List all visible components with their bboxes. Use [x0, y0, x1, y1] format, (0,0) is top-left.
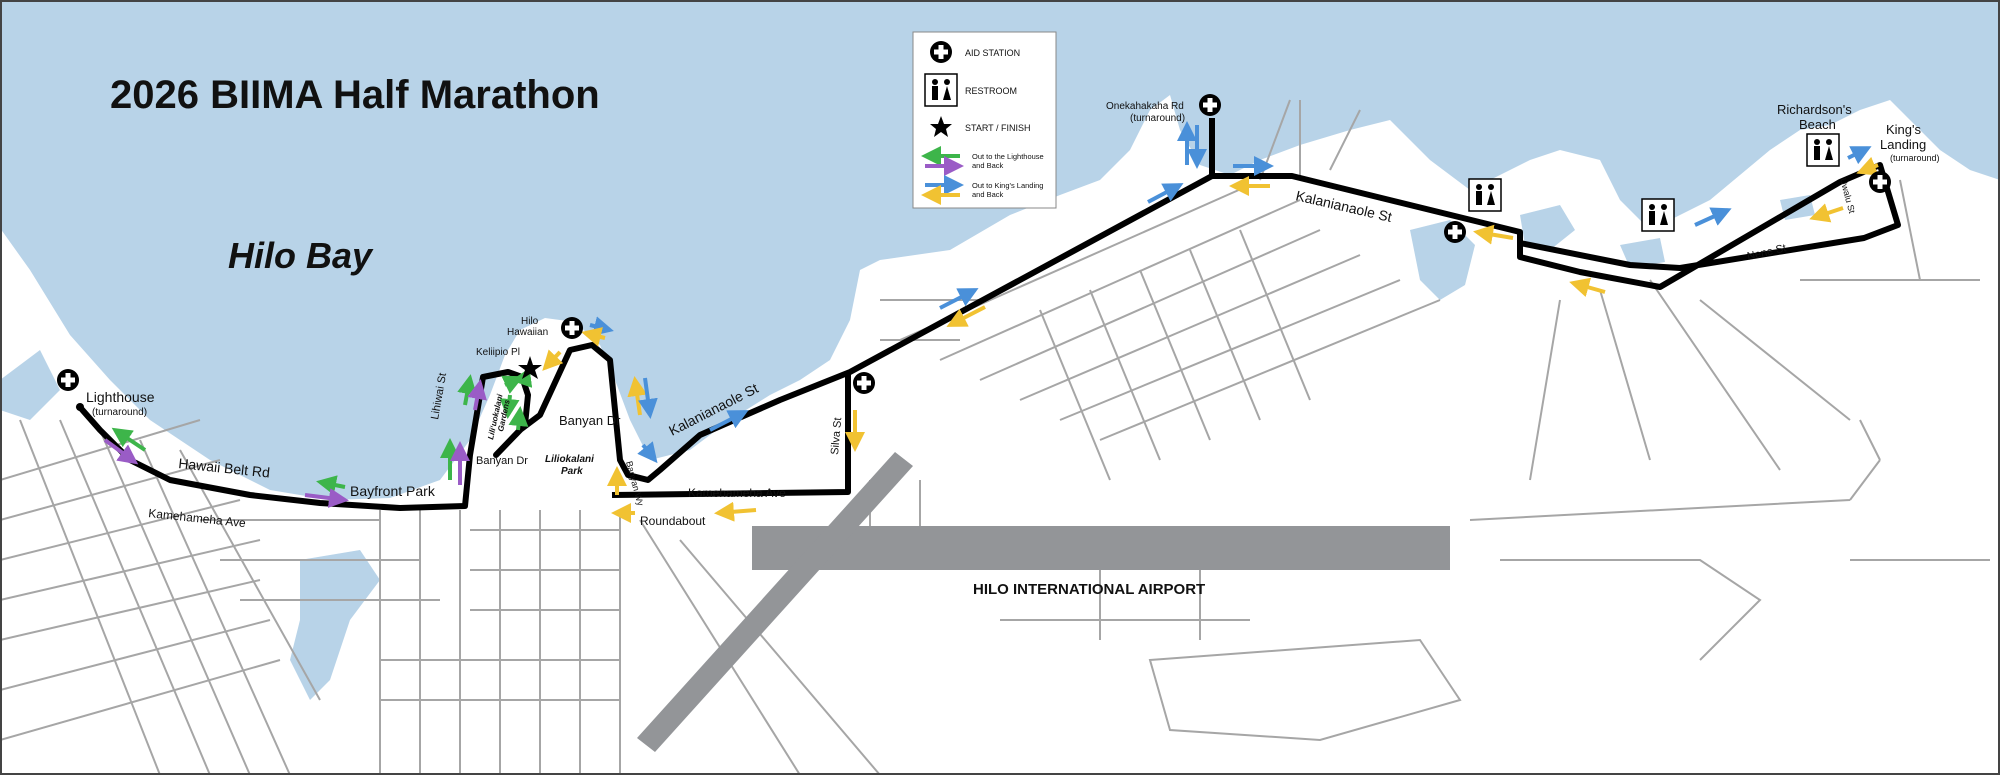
water-label: Hilo Bay [228, 235, 374, 276]
legend-restroom-label: RESTROOM [965, 86, 1017, 96]
label-park-line1: Liliokalani [545, 454, 594, 465]
aid-station-icon [853, 372, 875, 394]
label-richardsons-line1: Richardson's [1777, 102, 1852, 117]
lighthouse-marker [76, 403, 84, 411]
label-keliipio-pl: Keliipio Pl [476, 347, 520, 358]
race-route [75, 118, 1901, 511]
aid-station-icon [1199, 94, 1221, 116]
airport-runways [637, 452, 1450, 752]
label-airport: HILO INTERNATIONAL AIRPORT [973, 581, 1205, 598]
label-park-line2: Park [561, 466, 583, 477]
label-banyan-dr: Banyan Dr [559, 413, 621, 428]
legend-kings-line1: Out to King's Landing [972, 181, 1043, 190]
aid-station-icon [1869, 171, 1891, 193]
restroom-icon [1641, 198, 1675, 232]
label-hilo-hawaiian-line1: Hilo [521, 316, 539, 327]
label-richardsons-line2: Beach [1799, 117, 1836, 132]
label-roundabout: Roundabout [640, 514, 706, 528]
label-banyan-dr-small: Banyan Dr [476, 455, 528, 467]
label-silva-st: Silva St [829, 417, 844, 455]
legend-kings-line2: and Back [972, 190, 1004, 199]
restroom-icon [924, 73, 958, 107]
aid-station-icon [930, 41, 952, 63]
legend-start-label: START / FINISH [965, 123, 1031, 133]
label-kamehameha-ave-east: Kamehameha Ave [688, 486, 786, 500]
restroom-icon [1806, 133, 1840, 167]
aid-stations [57, 94, 1891, 394]
label-bayfront-park: Bayfront Park [350, 483, 436, 499]
start-finish-star-icon [518, 356, 542, 379]
route-arrows [103, 121, 1879, 523]
inland-water [0, 195, 1815, 700]
label-onekahakaha-turnaround: (turnaround) [1130, 113, 1185, 124]
place-labels: Lighthouse (turnaround) Hawaii Belt Rd B… [86, 101, 1940, 598]
aid-station-icon [1444, 221, 1466, 243]
legend-lighthouse-line1: Out to the Lighthouse [972, 152, 1044, 161]
map-title: 2026 BIIMA Half Marathon [110, 73, 600, 117]
label-kings-line2: Landing [1880, 137, 1926, 152]
legend-aid-label: AID STATION [965, 48, 1020, 58]
label-kings-line1: King's [1886, 122, 1922, 137]
restrooms [1468, 133, 1840, 232]
star-icon [930, 116, 952, 137]
label-kings-turnaround: (turnaround) [1890, 153, 1940, 163]
aid-station-icon [57, 369, 79, 391]
label-lighthouse-turnaround: (turnaround) [92, 407, 147, 418]
label-lighthouse: Lighthouse [86, 389, 155, 405]
legend-lighthouse-line2: and Back [972, 161, 1004, 170]
restroom-icon [1468, 178, 1502, 212]
aid-station-icon [561, 317, 583, 339]
label-onekahakaha-rd: Onekahakaha Rd [1106, 101, 1184, 112]
label-hilo-hawaiian-line2: Hawaiian [507, 327, 548, 338]
legend: AID STATION RESTROOM START / FINISH Out … [912, 31, 1057, 209]
